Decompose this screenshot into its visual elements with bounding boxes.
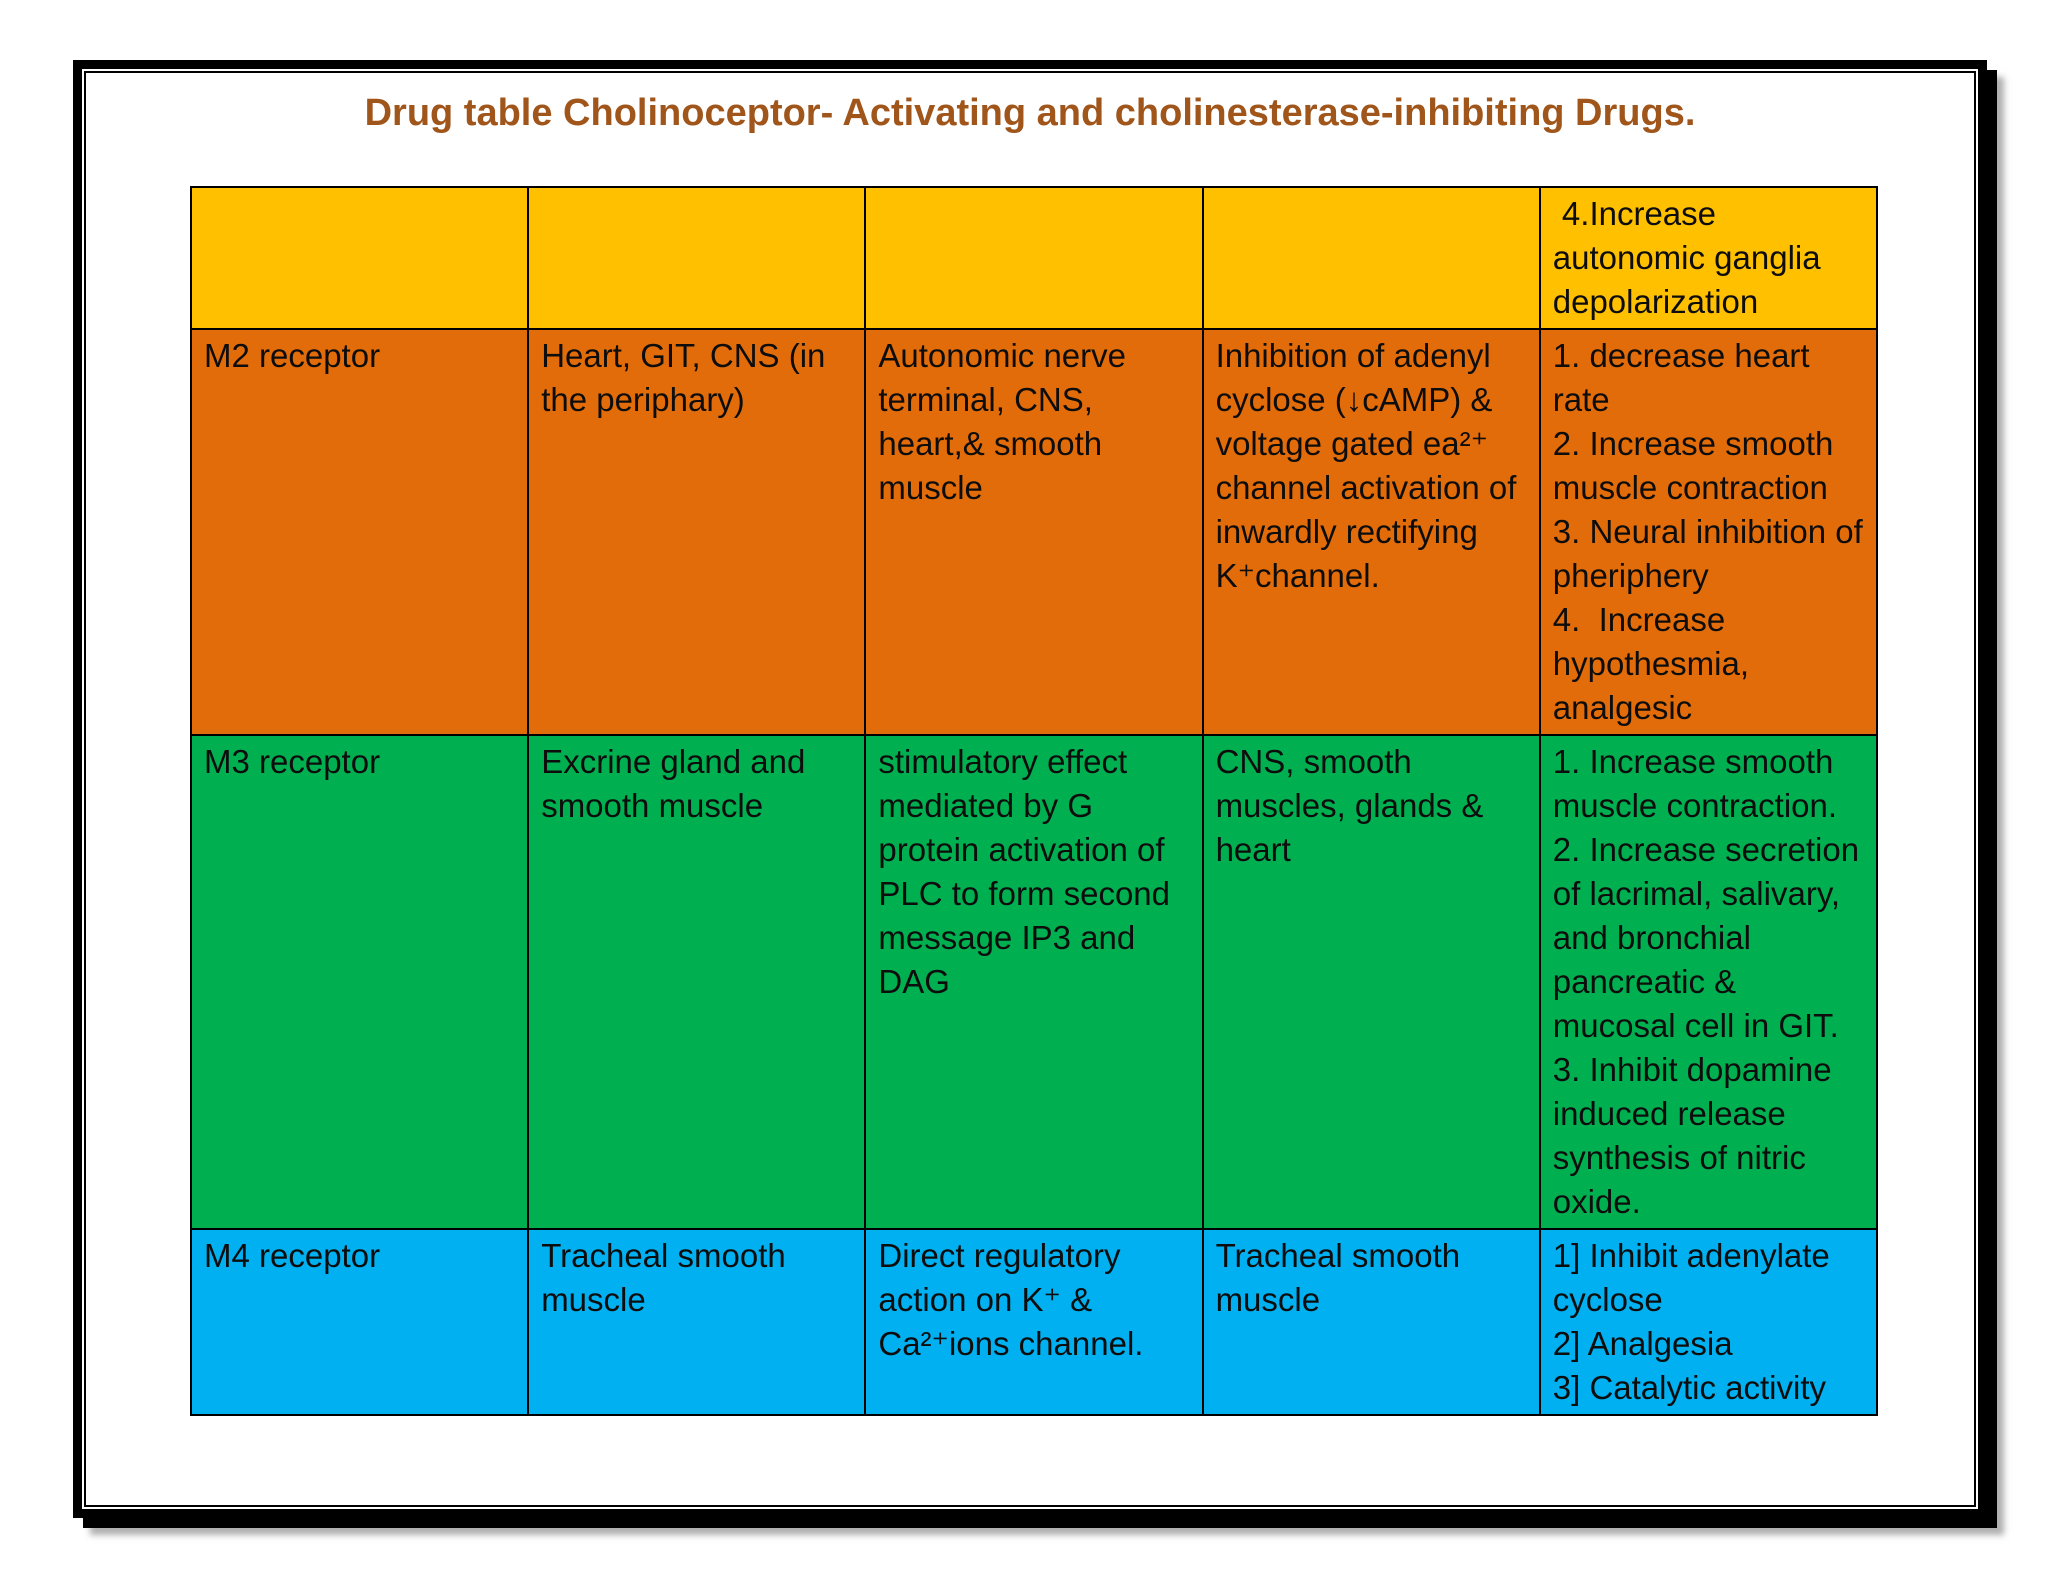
table-cell xyxy=(864,186,1204,330)
table-cell-location: Tracheal smooth muscle xyxy=(527,1228,867,1416)
table-cell-receptor-name: M2 receptor xyxy=(189,328,530,736)
table-cell-effects: 1. decrease heart rate 2. Increase smoot… xyxy=(1538,328,1879,736)
table-row-m4-receptor: M4 receptor Tracheal smooth muscle Direc… xyxy=(189,1228,1879,1416)
table-cell-location: Heart, GIT, CNS (in the periphary) xyxy=(527,328,867,736)
table-cell-site: stimulatory effect mediated by G protein… xyxy=(864,734,1204,1230)
table-cell xyxy=(527,186,867,330)
table-cell-effects: 1] Inhibit adenylate cyclose 2] Analgesi… xyxy=(1538,1228,1879,1416)
table-cell-effects: 4.Increase autonomic ganglia depolarizat… xyxy=(1538,186,1879,330)
table-row-header-continuation: 4.Increase autonomic ganglia depolarizat… xyxy=(189,186,1879,330)
table-cell xyxy=(1201,186,1541,330)
receptor-table-body: 4.Increase autonomic ganglia depolarizat… xyxy=(189,186,1879,1416)
title-container: Drug table Cholinoceptor- Activating and… xyxy=(73,92,1987,135)
table-cell xyxy=(189,186,530,330)
table-cell-mechanism: CNS, smooth muscles, glands & heart xyxy=(1201,734,1541,1230)
table-cell-site: Direct regulatory action on K⁺ & Ca²⁺ion… xyxy=(864,1228,1204,1416)
table-cell-mechanism: Tracheal smooth muscle xyxy=(1201,1228,1541,1416)
table-cell-receptor-name: M4 receptor xyxy=(189,1228,530,1416)
page-title: Drug table Cholinoceptor- Activating and… xyxy=(364,92,1696,134)
table-row-m3-receptor: M3 receptor Excrine gland and smooth mus… xyxy=(189,734,1879,1230)
table-cell-location: Excrine gland and smooth muscle xyxy=(527,734,867,1230)
table-cell-effects: 1. Increase smooth muscle contraction. 2… xyxy=(1538,734,1879,1230)
receptor-table: 4.Increase autonomic ganglia depolarizat… xyxy=(189,186,1879,1416)
table-cell-site: Autonomic nerve terminal, CNS, heart,& s… xyxy=(864,328,1204,736)
table-cell-receptor-name: M3 receptor xyxy=(189,734,530,1230)
table-row-m2-receptor: M2 receptor Heart, GIT, CNS (in the peri… xyxy=(189,328,1879,736)
table-cell-mechanism: Inhibition of adenyl cyclose (↓cAMP) & v… xyxy=(1201,328,1541,736)
